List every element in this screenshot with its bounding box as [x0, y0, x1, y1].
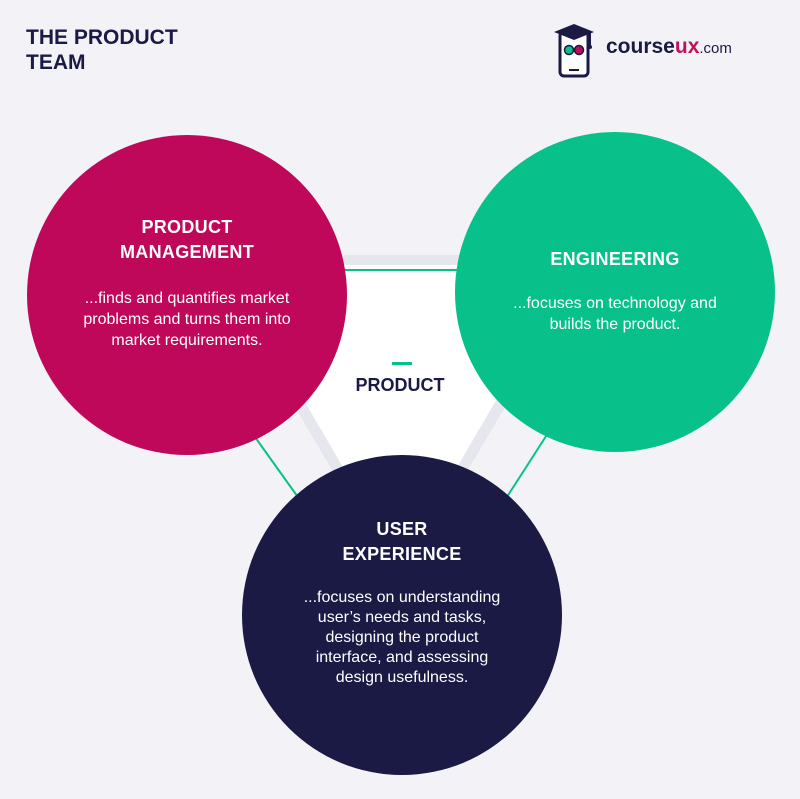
product-management-circle: PRODUCT MANAGEMENT ...finds and quantifi…: [27, 135, 347, 455]
product-management-title-line-2: MANAGEMENT: [120, 242, 254, 262]
user-experience-title-line-2: EXPERIENCE: [342, 544, 462, 564]
page-title-line-1: THE PRODUCT: [26, 26, 178, 49]
engineering-title: ENGINEERING: [550, 249, 680, 269]
logo-word-com: .com: [699, 40, 732, 57]
connector-left: [249, 429, 301, 501]
user-experience-title: USER EXPERIENCE: [292, 517, 512, 567]
engineering-circle: ENGINEERING ...focuses on technology and…: [455, 132, 775, 452]
courseux-logo[interactable]: courseux.com: [554, 22, 784, 80]
page-title: THE PRODUCT TEAM: [26, 25, 178, 75]
page-title-line-2: TEAM: [26, 51, 86, 74]
center-accent-dash: [392, 362, 412, 365]
connector-right: [504, 429, 551, 501]
logo-word-ux: ux: [674, 35, 700, 58]
user-experience-circle: USER EXPERIENCE ...focuses on understand…: [242, 455, 562, 775]
product-management-title: PRODUCT MANAGEMENT: [71, 215, 303, 265]
product-management-description: ...finds and quantifies market problems …: [83, 290, 291, 349]
product-management-title-line-1: PRODUCT: [141, 217, 233, 237]
user-experience-title-line-1: USER: [376, 519, 428, 539]
user-experience-description: ...focuses on understanding user’s needs…: [303, 589, 501, 686]
logo-wordmark: courseux.com: [606, 35, 732, 59]
center-label: PRODUCT: [355, 375, 445, 395]
engineering-description: ...focuses on technology and builds the …: [513, 295, 717, 333]
logo-word-course: course: [606, 35, 675, 58]
graduation-cap-phone-icon: [554, 24, 594, 78]
